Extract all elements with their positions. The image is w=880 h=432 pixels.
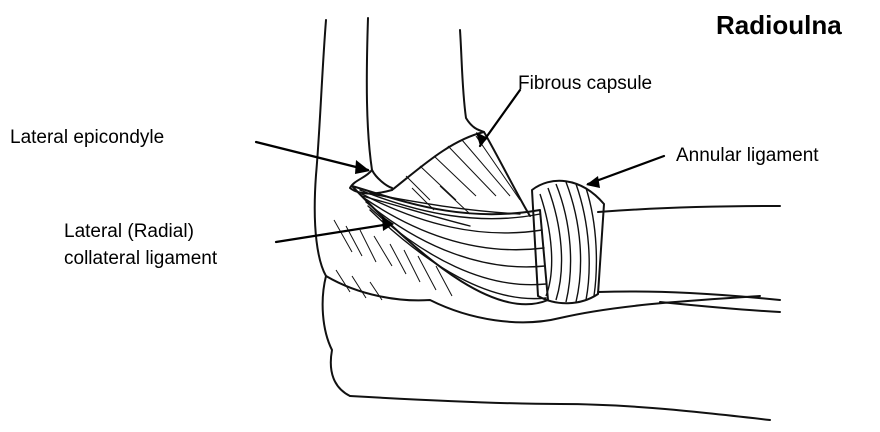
lateral-epicondyle-leader bbox=[256, 142, 368, 170]
label-annular-ligament: Annular ligament bbox=[676, 144, 819, 168]
collateral-ligament-leader bbox=[276, 224, 390, 242]
radius-upper-outline bbox=[598, 206, 780, 212]
label-lateral-collateral-line1: Lateral (Radial) bbox=[64, 220, 194, 244]
label-lateral-epicondyle: Lateral epicondyle bbox=[10, 126, 164, 150]
radius-tip-outline bbox=[660, 302, 780, 312]
label-fibrous-capsule: Fibrous capsule bbox=[518, 72, 652, 96]
ulna-lower-outline bbox=[350, 396, 770, 420]
humerus-outline bbox=[315, 20, 350, 396]
annular-ligament-arrowhead bbox=[586, 176, 600, 188]
humerus-right-line bbox=[460, 30, 484, 132]
annular-ligament-leader bbox=[588, 156, 664, 184]
humerus-inner-line bbox=[367, 18, 392, 188]
label-lateral-collateral-line2: collateral ligament bbox=[64, 247, 217, 271]
lateral-epicondyle-arrowhead bbox=[355, 160, 370, 174]
diagram-title: Radioulna bbox=[716, 10, 842, 41]
